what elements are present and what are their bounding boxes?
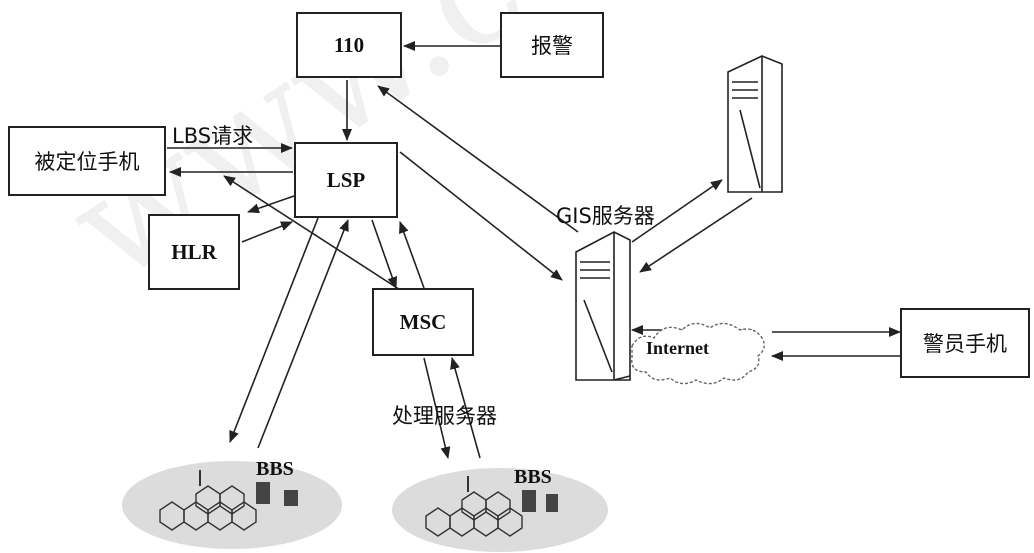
node-alarm: 报警 (500, 12, 604, 78)
arrow-gis-to-110 (377, 85, 579, 233)
arrow-bbs-left-to-lsp (257, 219, 349, 449)
arrow-lsp-to-bbs-left (229, 217, 319, 443)
node-msc: MSC (372, 288, 474, 356)
arrow-msc-to-phone (223, 175, 409, 296)
arrow-gis-to-db-server (631, 179, 723, 243)
label-gis-server: GIS服务器 (556, 204, 655, 228)
arrow-lsp-to-hlr (247, 195, 295, 214)
arrow-lsp-to-gis (399, 151, 563, 281)
label-bbs-left: BBS (256, 458, 294, 480)
db-server-icon (727, 55, 783, 193)
node-hlr: HLR (148, 214, 240, 290)
label-lbs-request: LBS请求 (172, 124, 254, 148)
node-lsp: LSP (294, 142, 398, 218)
arrow-msc-to-lsp (399, 221, 425, 289)
label-processing-server: 处理服务器 (392, 404, 497, 428)
arrow-msc-to-bbs-right (423, 357, 451, 459)
node-target-phone: 被定位手机 (8, 126, 166, 196)
arrow-bbs-right-to-msc (450, 357, 481, 459)
arrow-db-server-to-gis (639, 197, 753, 273)
arrow-lsp-to-msc (371, 219, 398, 289)
node-110: 110 (296, 12, 402, 78)
gis-server-icon (575, 231, 631, 381)
label-internet: Internet (646, 338, 709, 358)
node-police-phone: 警员手机 (900, 308, 1030, 378)
label-bbs-right: BBS (514, 466, 552, 488)
bbs-right-icon (392, 468, 608, 552)
arrow-hlr-to-lsp (241, 221, 293, 243)
bbs-left-icon (122, 461, 342, 549)
internet-cloud-icon (631, 322, 765, 385)
